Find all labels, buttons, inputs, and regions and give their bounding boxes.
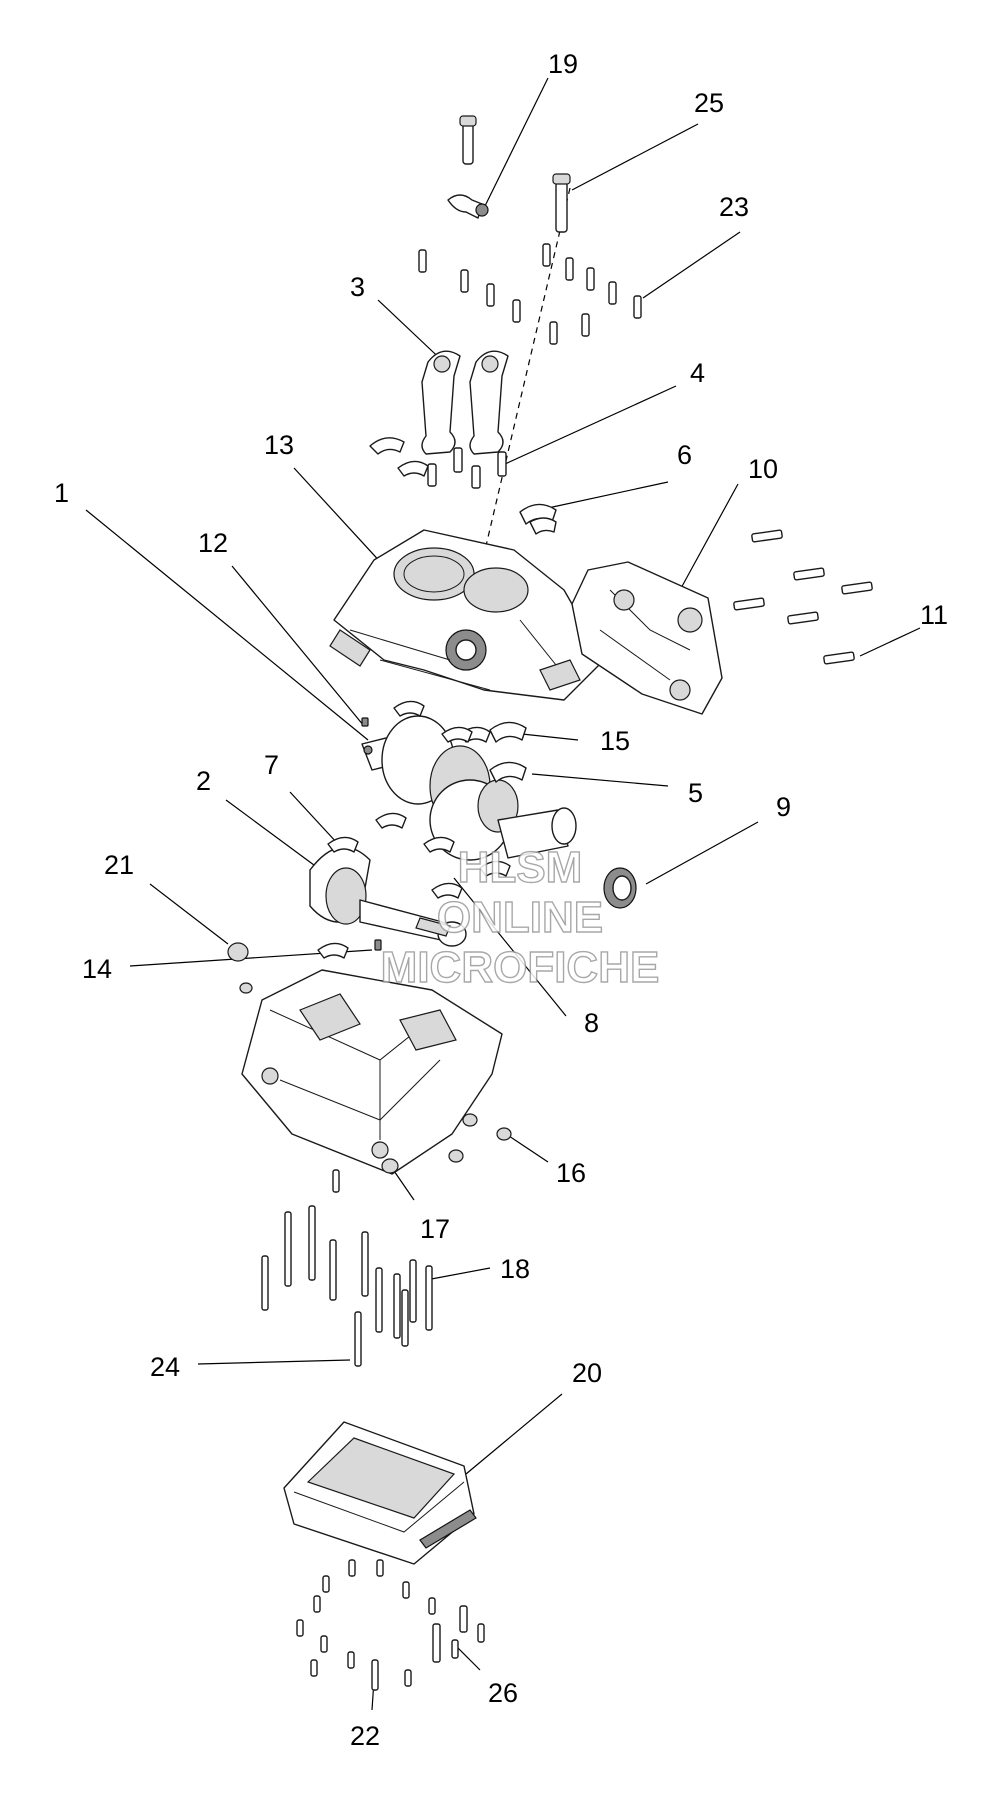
callout-16: 16 [556,1158,586,1188]
callout-20: 20 [572,1358,602,1388]
callout-13: 13 [264,430,294,460]
connecting-rods-3 [421,350,509,455]
rod-bearings [369,437,429,477]
bearing-shells-6 [519,503,557,535]
callout-24: 24 [150,1352,180,1382]
callout-17: 17 [420,1214,450,1244]
oil-pan-20 [283,1421,477,1565]
callout-18: 18 [500,1254,530,1284]
main-bearings-5 [393,700,527,783]
callout-15: 15 [600,726,630,756]
head-bolt-19 [447,115,489,219]
dowel-pin-12 [361,717,369,727]
bolt-24 [354,1311,362,1367]
watermark-line-2: ONLINE [437,893,603,942]
callout-21: 21 [104,850,134,880]
callout-4: 4 [690,358,705,388]
callout-2: 2 [196,766,211,796]
callout-3: 3 [350,272,365,302]
nut-17 [381,1158,399,1174]
callout-12: 12 [198,528,228,558]
stud-bolt-25 [552,173,571,233]
thrust-bearings-8 [375,812,511,899]
plug-21 [227,942,249,962]
callout-25: 25 [694,88,724,118]
oil-pan-bolts-22 [296,1559,436,1691]
callout-10: 10 [748,454,778,484]
callout-7: 7 [264,750,279,780]
rod-bolts-4 [427,447,507,489]
bracket-bolts-11 [733,529,873,665]
small-bolts-23 [418,243,642,345]
upper-crankcase-13 [329,529,605,701]
engine-bracket-10 [571,561,723,715]
callout-6: 6 [677,440,692,470]
callout-14: 14 [82,954,112,984]
callout-9: 9 [776,792,791,822]
callout-22: 22 [350,1721,380,1751]
callout-5: 5 [688,778,703,808]
callout-23: 23 [719,192,749,222]
callout-26: 26 [488,1678,518,1708]
oil-pan-bolts-26 [432,1605,485,1663]
crankshaft-1 [361,715,577,861]
bearing-shells-7 [317,836,359,959]
crankcase-bolts-18 [261,1169,433,1347]
callout-19: 19 [548,49,578,79]
dowel-pin-14 [374,939,382,951]
callout-11: 11 [920,600,948,630]
callout-numbers: 19 25 23 3 4 13 6 10 1 12 11 15 2 7 5 9 … [54,49,948,1751]
nuts-16 [448,1113,512,1163]
watermark: HLSM ONLINE MICROFICHE [380,842,660,992]
callout-8: 8 [584,1008,599,1038]
oil-seal-9 [603,867,637,909]
watermark-line-1: HLSM [458,843,583,892]
leader-lines [85,77,921,1711]
balance-shaft-2 [309,846,467,947]
lower-crankcase [239,969,503,1175]
callout-1: 1 [54,478,69,508]
watermark-line-3: MICROFICHE [381,943,660,992]
